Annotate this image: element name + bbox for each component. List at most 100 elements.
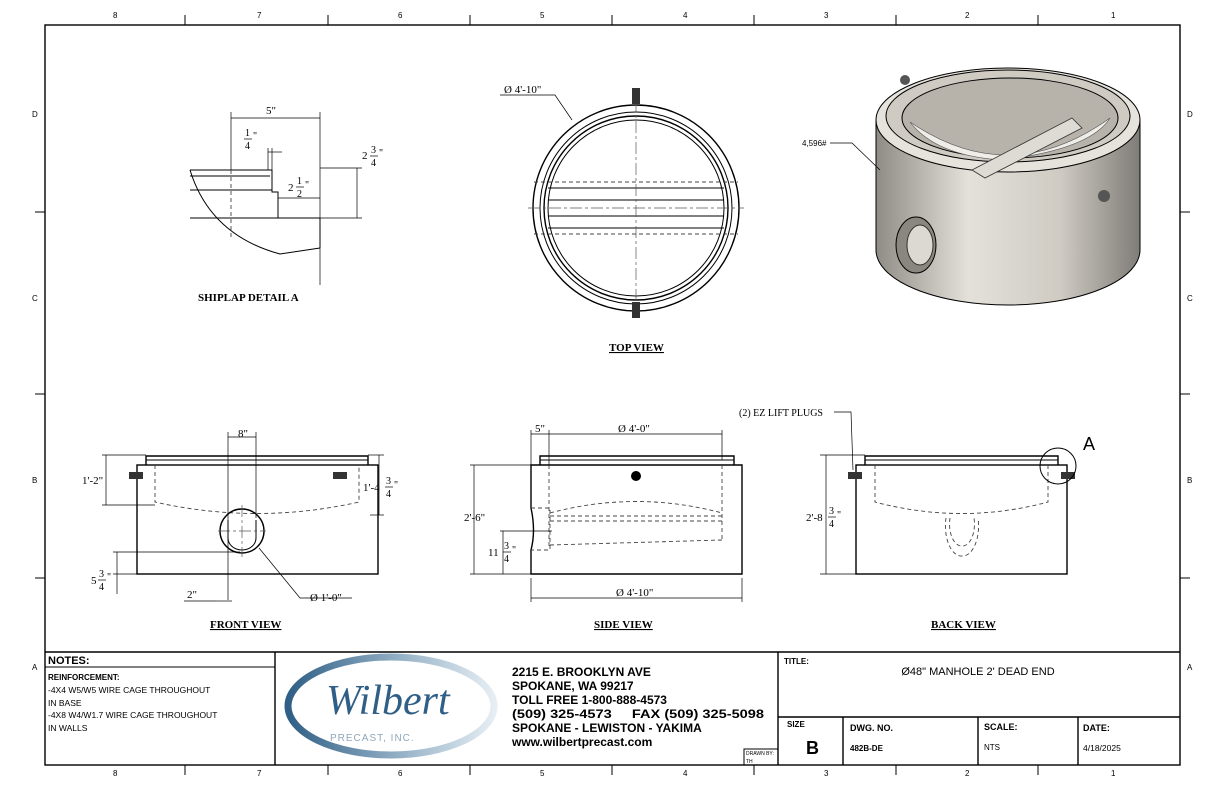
zone-col: 5: [540, 11, 545, 20]
side-view: 5" Ø 4'-0" 2'-6" 11 3 4 " Ø 4'-10" SIDE …: [464, 423, 743, 631]
dim-whole: 2'-8: [806, 512, 823, 524]
zone-col: 1: [1111, 769, 1116, 778]
size-label: SIZE: [787, 720, 805, 729]
dim-fraction-den: 4: [504, 554, 509, 565]
view-label-top: TOP VIEW: [609, 342, 664, 354]
shiplap-detail: 5" 1 4 " 2 3 4 " 2 1 2 " SHIPLAP DETAIL …: [189, 105, 383, 304]
callout-lift-plugs: (2) EZ LIFT PLUGS: [739, 408, 823, 419]
dim-whole: 1'-4: [363, 482, 380, 494]
drawing-title: Ø48" MANHOLE 2' DEAD END: [901, 666, 1054, 678]
dim-top-diameter: Ø 4'-10": [504, 84, 541, 96]
company-tollfree: TOLL FREE 1-800-888-4573: [512, 693, 667, 707]
zone-col: 2: [965, 11, 970, 20]
company-address: 2215 E. BROOKLYN AVE: [512, 665, 651, 679]
zone-col: 1: [1111, 11, 1116, 20]
dim-fraction-num: 3: [99, 569, 104, 580]
dwg-no-label: DWG. NO.: [850, 723, 893, 733]
zone-row: C: [1187, 294, 1193, 303]
zone-col: 7: [257, 11, 262, 20]
dim-side-5: 5": [535, 423, 545, 435]
zone-col: 2: [965, 769, 970, 778]
detail-callout-a: A: [1083, 434, 1095, 454]
zone-row: D: [32, 110, 38, 119]
scale-value: NTS: [984, 743, 1000, 752]
dim-fraction-den: 4: [99, 582, 104, 593]
zone-row: D: [1187, 110, 1193, 119]
dim-fraction-den: 4: [371, 158, 376, 169]
dim-front-8: 8": [238, 428, 248, 440]
dim-side-height: 2'-6": [464, 512, 485, 524]
company-city: SPOKANE, WA 99217: [512, 679, 634, 693]
scale-label: SCALE:: [984, 722, 1018, 732]
dim-unit: ": [305, 180, 309, 191]
zone-col: 3: [824, 769, 829, 778]
dim-fraction-num: 1: [297, 176, 302, 187]
zone-row: A: [1187, 663, 1193, 672]
zone-col: 6: [398, 11, 403, 20]
zone-row: A: [32, 663, 38, 672]
dim-shiplap-width: 5": [266, 105, 276, 117]
wilbert-logo: Wilbert PRECAST, INC.: [284, 653, 498, 759]
dim-fraction-num: 1: [245, 128, 250, 139]
zone-col: 8: [113, 769, 118, 778]
zone-row: B: [32, 476, 37, 485]
dim-unit: ": [107, 572, 111, 583]
view-label-front: FRONT VIEW: [210, 619, 281, 631]
dim-fraction-num: 3: [386, 476, 391, 487]
title-block: NOTES: REINFORCEMENT: -4X4 W5/W5 WIRE CA…: [45, 651, 1180, 766]
dim-unit: ": [837, 510, 841, 521]
dim-fraction-den: 2: [297, 189, 302, 200]
date-value: 4/18/2025: [1083, 743, 1121, 753]
zone-col: 6: [398, 769, 403, 778]
note-line: IN BASE: [48, 698, 82, 708]
note-line: REINFORCEMENT:: [48, 673, 120, 682]
date-label: DATE:: [1083, 723, 1110, 733]
dim-unit: ": [512, 545, 516, 556]
zone-col: 4: [683, 769, 688, 778]
dim-fraction-num: 3: [371, 145, 376, 156]
back-view: (2) EZ LIFT PLUGS A 2'-8 3 4 " BACK VIEW: [739, 408, 1095, 631]
view-label-back: BACK VIEW: [931, 619, 996, 631]
dim-unit: ": [379, 148, 383, 159]
title-label: TITLE:: [784, 657, 809, 666]
dim-front-1-2: 1'-2": [82, 475, 103, 487]
zone-col: 5: [540, 769, 545, 778]
company-phone-fax: (509) 325-4573 FAX (509) 325-5098: [512, 707, 764, 721]
view-label-shiplap: SHIPLAP DETAIL A: [198, 292, 299, 304]
dim-whole: 11: [488, 547, 499, 559]
weight-callout: 4,596#: [802, 139, 827, 148]
drawn-by-label: DRAWN BY:: [746, 751, 774, 757]
dwg-no-value: 482B-DE: [850, 744, 884, 753]
note-line: -4X4 W5/W5 WIRE CAGE THROUGHOUT: [48, 685, 210, 695]
sheet-border: [35, 15, 1190, 775]
note-line: IN WALLS: [48, 723, 88, 733]
note-line: -4X8 W4/W1.7 WIRE CAGE THROUGHOUT: [48, 710, 217, 720]
dim-whole: 2: [288, 182, 294, 194]
zone-col: 4: [683, 11, 688, 20]
dim-whole: 5: [91, 575, 97, 587]
dim-fraction-num: 3: [829, 506, 834, 517]
dim-unit: ": [394, 480, 398, 491]
drawn-by-value: TH: [746, 759, 753, 765]
zone-col: 7: [257, 769, 262, 778]
company-locations: SPOKANE - LEWISTON - YAKIMA: [512, 721, 702, 735]
zone-col: 3: [824, 11, 829, 20]
dim-fraction-den: 4: [245, 141, 250, 152]
dim-fraction-den: 4: [386, 489, 391, 500]
dim-fraction-den: 4: [829, 519, 834, 530]
zone-row: B: [1187, 476, 1192, 485]
zone-col: 8: [113, 11, 118, 20]
dim-side-outer: Ø 4'-10": [616, 587, 653, 599]
zone-labels: 8 7 6 5 4 3 2 1 8 7 6 5 4 3 2 1 D C B A …: [32, 11, 1193, 778]
dim-fraction-num: 3: [504, 541, 509, 552]
zone-row: C: [32, 294, 38, 303]
dim-front-pipe: Ø 1'-0": [310, 592, 342, 604]
notes-header: NOTES:: [48, 655, 90, 667]
logo-wordmark: Wilbert: [326, 678, 451, 724]
size-value: B: [806, 738, 819, 758]
view-label-side: SIDE VIEW: [594, 619, 653, 631]
dim-side-inner: Ø 4'-0": [618, 423, 650, 435]
company-website[interactable]: www.wilbertprecast.com: [511, 735, 652, 749]
